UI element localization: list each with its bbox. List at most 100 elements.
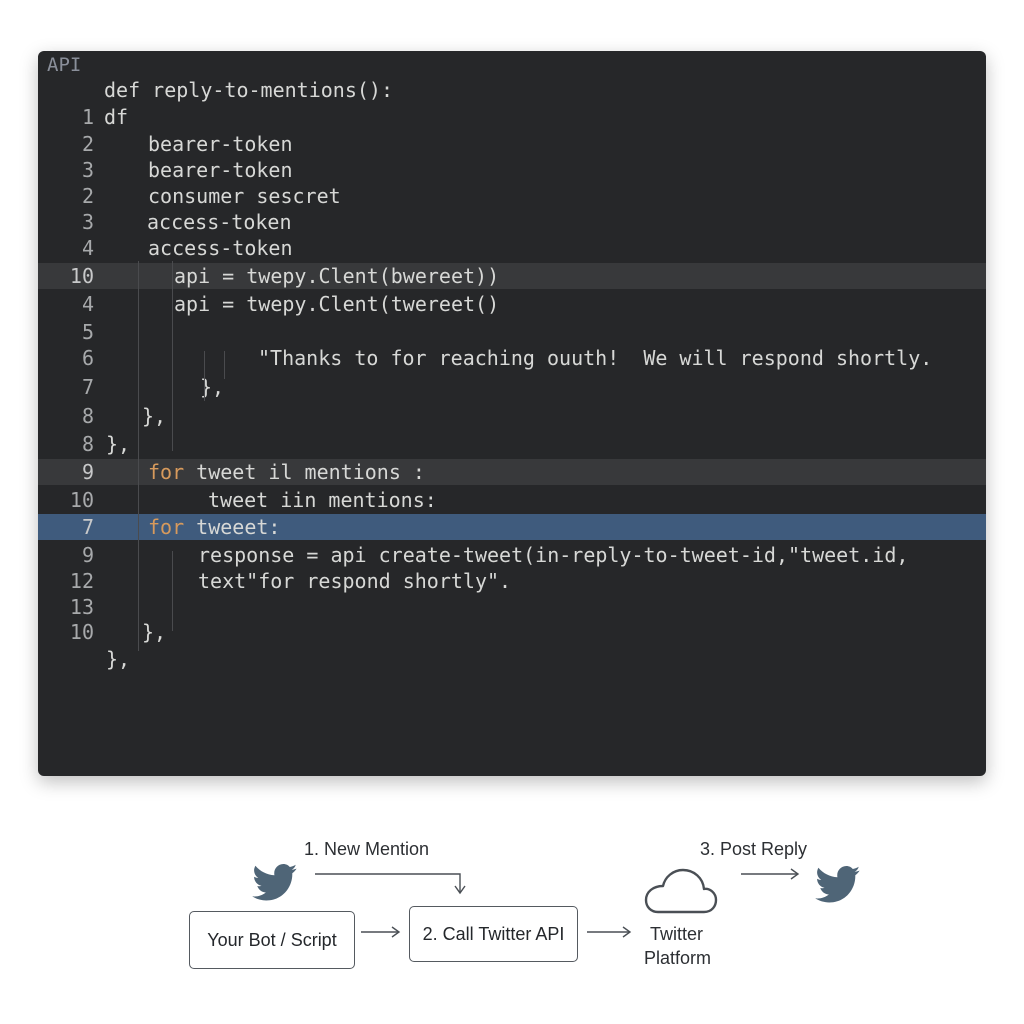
- code-token: bearer-token: [148, 158, 293, 182]
- code-token: },: [142, 620, 167, 644]
- code-line[interactable]: 6 "Thanks to for reaching ouuth! We will …: [38, 345, 986, 371]
- code-line[interactable]: },: [38, 646, 986, 672]
- code-token: df: [104, 105, 129, 129]
- code-token: "Thanks to for reaching ouuth! We will r…: [258, 346, 933, 370]
- code-line[interactable]: 8},: [38, 431, 986, 457]
- line-number: 2: [81, 184, 94, 208]
- code-text: for tweeet:: [148, 514, 280, 540]
- code-text: for tweet il mentions :: [148, 459, 425, 485]
- arrow-to-reply: [741, 868, 800, 880]
- code-line[interactable]: 7},: [38, 374, 986, 400]
- code-line[interactable]: 8},: [38, 403, 986, 429]
- line-number: 7: [81, 515, 94, 539]
- code-token: def reply-to-mentions():: [104, 78, 393, 102]
- code-token: },: [106, 647, 131, 671]
- line-number: 10: [69, 488, 94, 512]
- twitter-bird-icon: [252, 864, 298, 901]
- code-token: bearer-token: [148, 132, 293, 156]
- code-line[interactable]: 4 access-token: [38, 235, 986, 261]
- line-number: 9: [81, 460, 94, 484]
- code-token: access-token: [148, 236, 293, 260]
- code-line[interactable]: 7 for tweeet:: [38, 514, 986, 540]
- code-text: },: [106, 646, 130, 672]
- code-token: consumer sescret: [148, 184, 341, 208]
- code-line[interactable]: def reply-to-mentions():: [38, 77, 986, 103]
- code-text: },: [142, 403, 166, 429]
- code-token: },: [142, 404, 167, 428]
- line-number: 8: [81, 404, 94, 428]
- code-line[interactable]: 1 df: [38, 104, 986, 130]
- code-token: access-token: [147, 210, 292, 234]
- code-token: api = twepy.Clent(bwereet)): [174, 264, 500, 288]
- code-text: bearer-token: [148, 131, 293, 157]
- code-token: text"for respond shortly".: [198, 569, 512, 593]
- code-token: api = twepy.Clent(twereet(): [174, 292, 500, 316]
- bot-script-label: Your Bot / Script: [207, 929, 337, 950]
- code-editor: API def reply-to-mentions(): 1 df 2 bearer-t…: [38, 51, 986, 776]
- line-number: 2: [81, 132, 94, 156]
- code-line[interactable]: 10},: [38, 619, 986, 645]
- arrow-to-api: [315, 873, 466, 895]
- code-text: response = api create-tweet(in-reply-to-…: [198, 542, 908, 568]
- call-twitter-api-box: 2. Call Twitter API: [409, 906, 578, 962]
- line-number: 10: [69, 620, 94, 644]
- code-token: tweet il mentions :: [196, 460, 425, 484]
- code-line[interactable]: 10 api = twepy.Clent(bwereet)): [38, 263, 986, 289]
- code-token: response = api create-tweet(in-reply-to-…: [198, 543, 909, 567]
- line-number: 10: [69, 264, 94, 288]
- code-line[interactable]: 10 tweet iin mentions:: [38, 487, 986, 513]
- line-number: 5: [81, 320, 94, 344]
- line-number: 3: [81, 158, 94, 182]
- code-text: tweet iin mentions:: [208, 487, 437, 513]
- code-text: bearer-token: [148, 157, 293, 183]
- code-line[interactable]: 5: [38, 319, 986, 345]
- twitter-platform-label-line2: Platform: [644, 948, 712, 968]
- code-text: def reply-to-mentions():: [104, 77, 393, 103]
- step-post-reply-label: 3. Post Reply: [700, 839, 808, 859]
- code-line[interactable]: 3 bearer-token: [38, 157, 986, 183]
- code-line[interactable]: 4 api = twepy.Clent(twereet(): [38, 291, 986, 317]
- code-line[interactable]: 3 access-token: [38, 209, 986, 235]
- arrow-bot-to-api: [361, 926, 401, 938]
- bot-script-box: Your Bot / Script: [189, 911, 355, 969]
- code-line[interactable]: 9 for tweet il mentions :: [38, 459, 986, 485]
- indent-guide: [204, 351, 205, 401]
- code-line[interactable]: 12 text"for respond shortly".: [38, 568, 986, 594]
- code-token: tweet iin mentions:: [208, 488, 437, 512]
- code-token: },: [106, 432, 131, 456]
- code-text: access-token: [147, 209, 292, 235]
- indent-guide: [138, 261, 139, 651]
- code-text: df: [104, 104, 128, 130]
- code-token: tweeet:: [196, 515, 281, 539]
- line-number: 8: [81, 432, 94, 456]
- line-number: 7: [81, 375, 94, 399]
- twitter-platform-label-line1: Twitter: [650, 924, 704, 944]
- cloud-icon: [644, 868, 718, 914]
- step-new-mention-label: 1. New Mention: [304, 839, 430, 859]
- call-twitter-api-label: 2. Call Twitter API: [422, 923, 565, 944]
- editor-tab-label[interactable]: API: [47, 54, 82, 76]
- line-number: 6: [81, 346, 94, 370]
- line-number: 4: [81, 236, 94, 260]
- arrow-api-to-platform: [587, 926, 632, 938]
- indent-guide: [172, 261, 173, 451]
- twitter-bird-icon: [815, 866, 861, 903]
- code-line[interactable]: 2 bearer-token: [38, 131, 986, 157]
- code-text: access-token: [148, 235, 293, 261]
- line-number: 3: [81, 210, 94, 234]
- line-number: 1: [81, 105, 94, 129]
- line-number: 12: [69, 569, 94, 593]
- code-line[interactable]: 2 consumer sescret: [38, 183, 986, 209]
- indent-guide: [172, 551, 173, 631]
- keyword-token: for: [148, 515, 185, 539]
- code-line[interactable]: 13: [38, 594, 986, 620]
- line-number: 13: [69, 595, 94, 619]
- line-number: 4: [81, 292, 94, 316]
- code-text: text"for respond shortly".: [198, 568, 511, 594]
- code-text: },: [142, 619, 166, 645]
- code-text: api = twepy.Clent(bwereet)): [174, 263, 499, 289]
- code-text: consumer sescret: [148, 183, 341, 209]
- keyword-token: for: [148, 460, 185, 484]
- indent-guide: [224, 351, 225, 379]
